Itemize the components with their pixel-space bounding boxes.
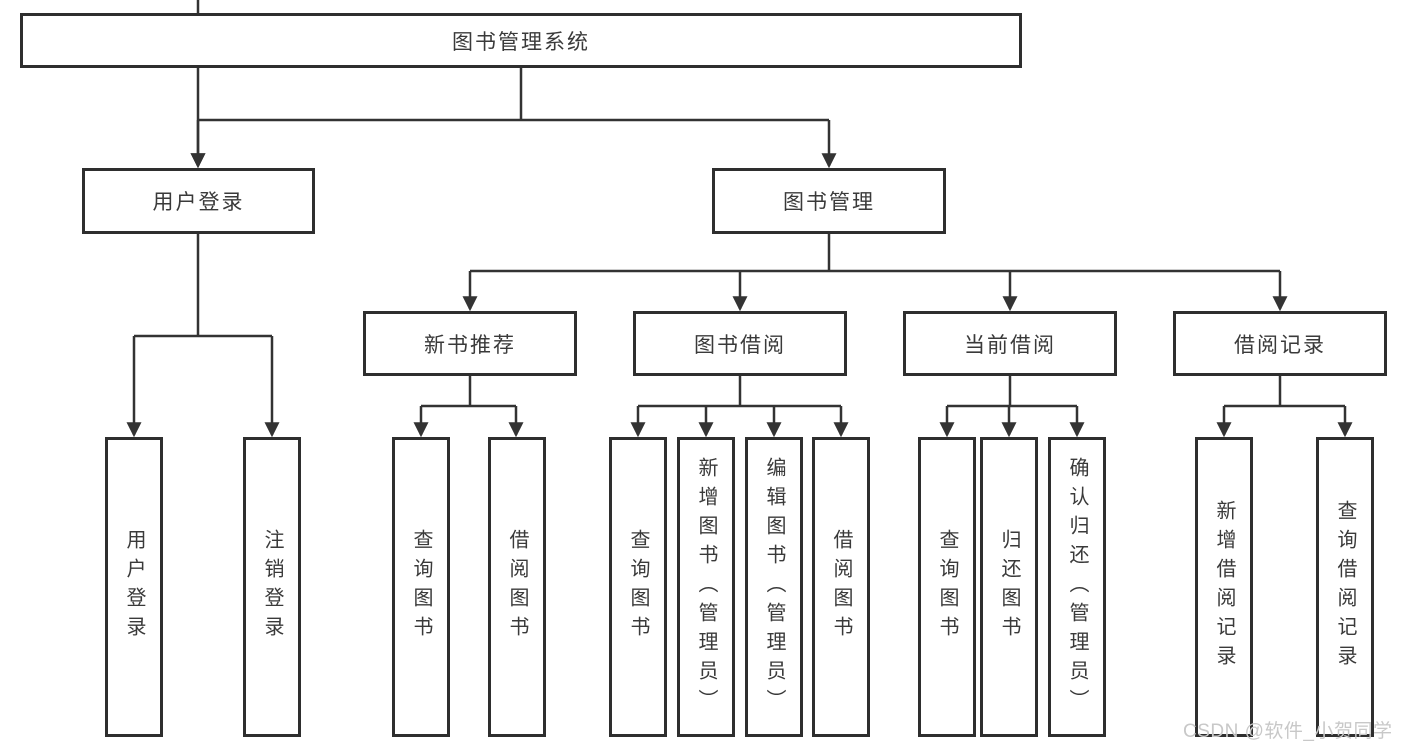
leaf-add-borrow-record: 新增借阅记录 <box>1195 437 1253 737</box>
leaf-user-login: 用户登录 <box>105 437 163 737</box>
csdn-watermark: CSDN @软件_小贺同学 <box>1183 721 1393 742</box>
leaf-add-borrow-record-label: 新增借阅记录 <box>1213 500 1235 674</box>
leaf-borrow-books-recommend: 借阅图书 <box>488 437 546 737</box>
leaf-confirm-return-admin-label: 确认归还（管理员） <box>1066 456 1088 718</box>
leaf-query-books-recommend: 查询图书 <box>392 437 450 737</box>
leaf-confirm-return-admin: 确认归还（管理员） <box>1048 437 1106 737</box>
leaf-return-books-label: 归还图书 <box>998 529 1020 645</box>
leaf-borrow-books-label: 借阅图书 <box>830 529 852 645</box>
leaf-edit-book-admin-label: 编辑图书（管理员） <box>763 456 785 718</box>
leaf-query-borrow-record-label: 查询借阅记录 <box>1334 500 1356 674</box>
leaf-add-book-admin: 新增图书（管理员） <box>677 437 735 737</box>
leaf-query-books-current: 查询图书 <box>918 437 976 737</box>
node-book-management: 图书管理 <box>712 168 946 234</box>
node-borrow-records: 借阅记录 <box>1173 311 1387 376</box>
leaf-query-books-borrow: 查询图书 <box>609 437 667 737</box>
node-root-system: 图书管理系统 <box>20 13 1022 68</box>
leaf-query-books-current-label: 查询图书 <box>936 529 958 645</box>
leaf-borrow-books: 借阅图书 <box>812 437 870 737</box>
leaf-logout: 注销登录 <box>243 437 301 737</box>
leaf-add-book-admin-label: 新增图书（管理员） <box>695 456 717 718</box>
leaf-edit-book-admin: 编辑图书（管理员） <box>745 437 803 737</box>
node-book-borrow: 图书借阅 <box>633 311 847 376</box>
leaf-borrow-books-recommend-label: 借阅图书 <box>506 529 528 645</box>
node-current-borrow: 当前借阅 <box>903 311 1117 376</box>
leaf-return-books: 归还图书 <box>980 437 1038 737</box>
node-user-login: 用户登录 <box>82 168 315 234</box>
leaf-query-books-recommend-label: 查询图书 <box>410 529 432 645</box>
leaf-query-borrow-record: 查询借阅记录 <box>1316 437 1374 737</box>
leaf-user-login-label: 用户登录 <box>123 529 145 645</box>
node-new-book-recommend: 新书推荐 <box>363 311 577 376</box>
leaf-logout-label: 注销登录 <box>261 529 283 645</box>
leaf-query-books-borrow-label: 查询图书 <box>627 529 649 645</box>
